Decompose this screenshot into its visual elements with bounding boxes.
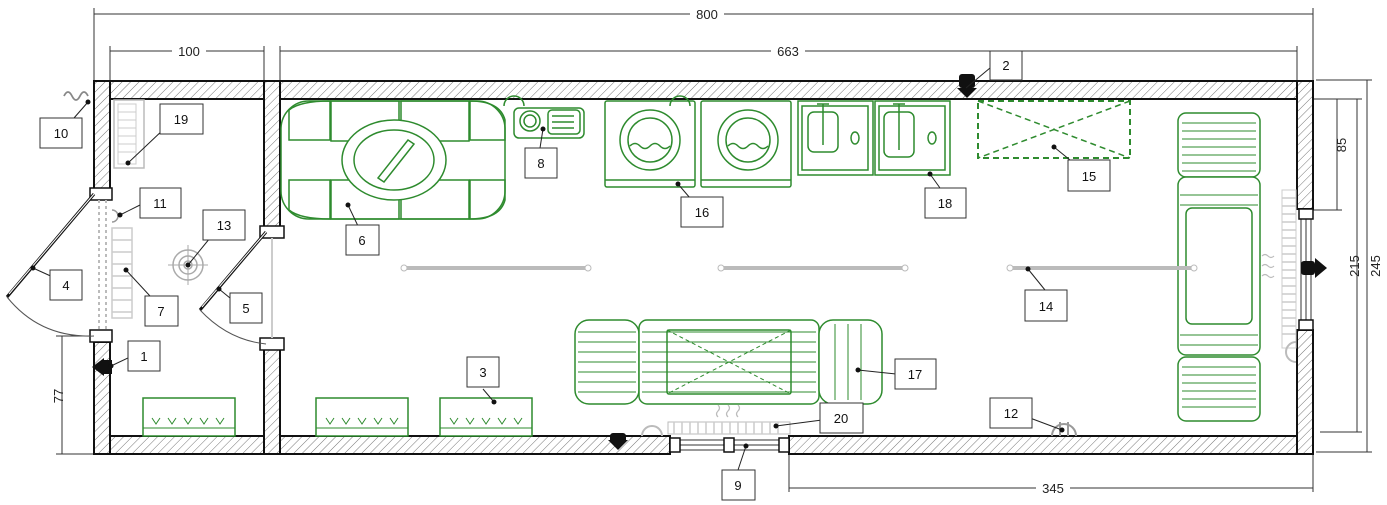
dimension-left-bottom-text: 77 [51,389,66,403]
radiator-entry [142,397,236,437]
label-4-text: 4 [62,278,69,293]
partition-wall-bottom [263,345,281,455]
dimension-right-mid: 215 [1320,98,1362,433]
label-1-text: 1 [140,349,147,364]
dimension-bottom-right-text: 345 [1042,481,1064,496]
label-13: 13 [202,209,246,241]
cable-entry-icon [63,91,89,101]
label-2-text: 2 [1002,58,1009,73]
light-rails [400,264,1198,272]
inner-door[interactable] [198,231,268,345]
label-1: 1 [127,340,161,372]
label-10: 10 [39,117,83,149]
label-20-text: 20 [834,411,848,426]
small-sink [503,95,585,139]
dimension-entry-width-text: 100 [178,44,200,59]
shoe-rack [111,227,133,319]
label-3-text: 3 [479,365,486,380]
entrance-door[interactable] [5,193,96,337]
dimension-main-length-text: 663 [777,44,799,59]
bottom-sofa [574,319,883,405]
bottom-wall-right [788,435,1314,455]
label-7-text: 7 [157,304,164,319]
electric-panel [113,99,145,169]
washing-machine-1 [604,95,696,188]
label-5-text: 5 [242,301,249,316]
label-18-text: 18 [938,196,952,211]
label-14: 14 [1024,289,1068,322]
radiator-2 [315,397,409,437]
dimension-total-length: 800 [93,6,1314,88]
label-20: 20 [819,402,864,434]
right-bed [1177,112,1261,422]
bottom-heater [641,404,791,437]
right-wall-top [1296,80,1314,210]
label-19: 19 [159,103,204,135]
dimension-right-full-text: 245 [1368,255,1383,277]
dining-table [280,100,506,220]
dimension-right-full: 245 [1316,79,1383,453]
dimension-right-mid-text: 215 [1347,255,1362,277]
label-16-text: 16 [695,205,709,220]
dimension-right-top-text: 85 [1334,138,1349,152]
label-5: 5 [229,292,263,324]
callouts [32,67,1071,471]
label-19-text: 19 [174,112,188,127]
right-heater [1261,189,1297,363]
label-9-text: 9 [734,478,741,493]
dimension-bottom-right: 345 [788,448,1314,496]
label-10-text: 10 [54,126,68,141]
label-18: 18 [924,187,967,219]
label-8-text: 8 [537,156,544,171]
bottom-window [669,437,790,453]
label-15: 15 [1067,159,1111,192]
label-6: 6 [345,224,380,256]
label-17: 17 [894,358,937,390]
label-7: 7 [144,295,179,327]
outlet-1-icon [92,358,112,376]
label-16: 16 [680,196,724,228]
label-9: 9 [721,469,756,501]
right-wall-bottom [1296,329,1314,455]
dimension-right-top: 85 [1300,98,1349,211]
label-4: 4 [49,269,83,301]
dimension-left-bottom: 77 [51,335,95,455]
label-8: 8 [524,147,558,179]
partition-wall-top [263,80,281,230]
outlet-bottom-icon [608,433,628,450]
bottom-wall-left [93,435,671,455]
label-2: 2 [989,50,1023,81]
label-13-text: 13 [217,218,231,233]
left-wall-top [93,80,111,192]
label-11-text: 11 [153,196,167,211]
outlet-right-icon [1301,258,1327,278]
dimension-entry-width: 100 [109,43,265,90]
label-17-text: 17 [908,367,922,382]
outlet-2-icon [957,74,977,98]
washing-machine-2 [700,100,792,188]
label-12-text: 12 [1004,406,1018,421]
dimension-total-length-text: 800 [696,7,718,22]
sink-2 [874,100,951,176]
label-6-text: 6 [358,233,365,248]
callout-dots [30,99,1065,449]
label-14-text: 14 [1039,299,1053,314]
left-wall-bottom [93,341,111,455]
radiator-3 [439,397,533,437]
label-3: 3 [466,356,500,388]
sink-1 [797,100,874,176]
label-11: 11 [139,187,182,219]
coat-hook-icon [111,209,119,223]
label-12: 12 [989,397,1033,429]
label-15-text: 15 [1082,169,1096,184]
